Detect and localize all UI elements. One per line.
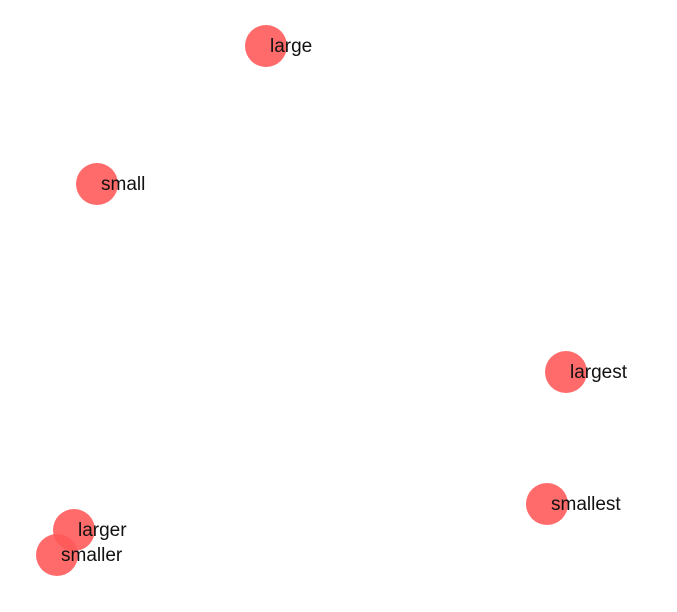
data-point-smaller — [36, 534, 78, 576]
label-layer: large small largest smallest larger smaller — [61, 36, 628, 566]
data-point-large — [245, 25, 287, 67]
data-label-large: large — [270, 36, 312, 57]
data-point-smallest — [526, 483, 568, 525]
data-label-largest: largest — [570, 362, 628, 383]
data-label-smallest: smallest — [551, 494, 621, 515]
data-label-smaller: smaller — [61, 545, 123, 566]
data-point-small — [76, 163, 118, 205]
data-label-larger: larger — [78, 520, 127, 541]
data-point-largest — [545, 351, 587, 393]
data-label-small: small — [101, 174, 145, 195]
marker-layer — [36, 25, 587, 576]
